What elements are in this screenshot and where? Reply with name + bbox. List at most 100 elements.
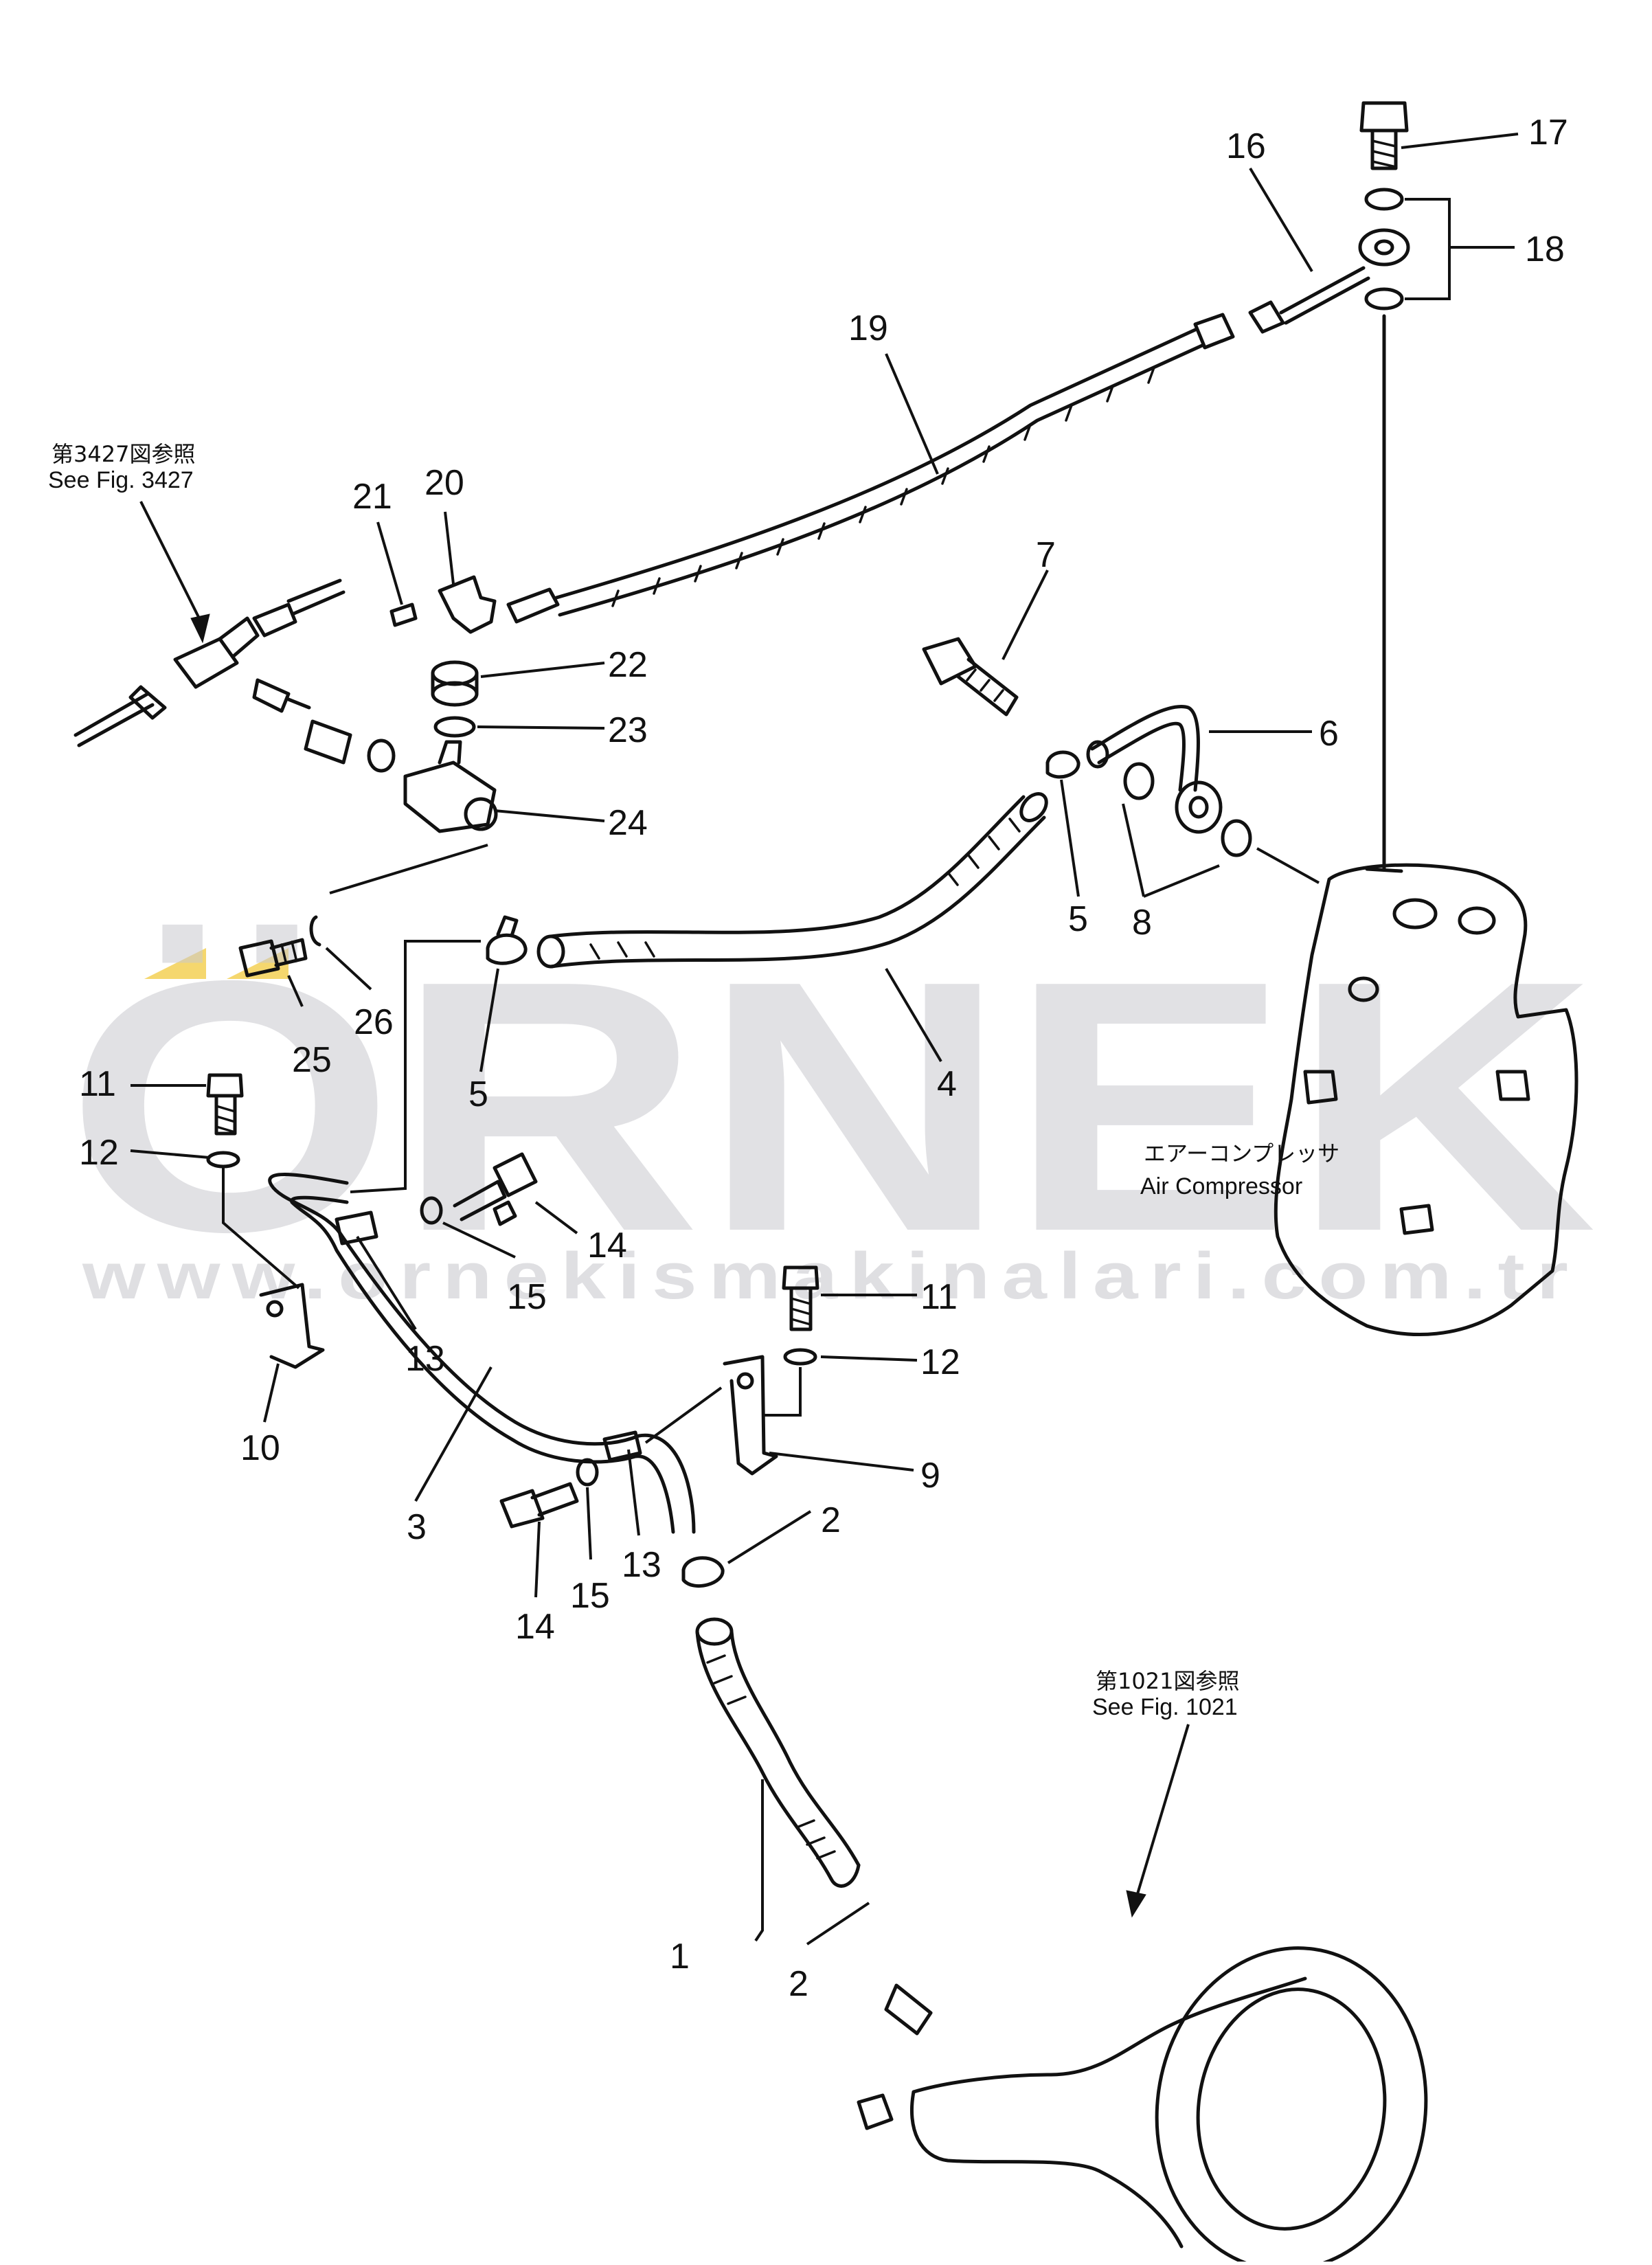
reference-en-3427[interactable]: See Fig. 3427 <box>48 467 194 493</box>
part-11-bolt-thread-left <box>215 1105 236 1134</box>
part-6-banjo-eye <box>1175 780 1223 834</box>
compressor-inlet <box>1365 867 1403 873</box>
leader-5b-to-3 <box>350 940 481 1193</box>
pipe-3-bottom <box>290 1195 675 1534</box>
callout-6[interactable]: 6 <box>1319 714 1339 754</box>
callout-16[interactable]: 16 <box>1226 126 1266 166</box>
part-15-washer-upper <box>420 1196 443 1225</box>
tee-fitting-group <box>73 578 396 773</box>
reference-jp-3427: 第3427図参照 <box>52 441 195 467</box>
callout-18[interactable]: 18 <box>1525 229 1565 269</box>
hose-19-fitting-right <box>1193 313 1235 350</box>
leader-17 <box>1401 133 1519 149</box>
callout-4[interactable]: 4 <box>937 1064 957 1104</box>
callout-8[interactable]: 8 <box>1132 903 1152 943</box>
part-14-bolt-head-lower <box>499 1489 545 1529</box>
hose-4-top <box>549 795 1026 938</box>
callout-15a[interactable]: 15 <box>507 1277 547 1317</box>
callout-17[interactable]: 17 <box>1528 113 1568 153</box>
leader-14a <box>534 1201 578 1235</box>
leader-12b-to-9 <box>764 1367 802 1417</box>
part-6-pipe-outer <box>1090 705 1200 792</box>
callout-20[interactable]: 20 <box>425 463 464 503</box>
reference-en-1021[interactable]: See Fig. 1021 <box>1092 1694 1238 1720</box>
callout-13b[interactable]: 13 <box>622 1545 661 1585</box>
nipple <box>286 697 311 710</box>
line-upper-2 <box>292 590 346 616</box>
callout-25[interactable]: 25 <box>292 1040 332 1080</box>
part-11-bolt-head-right <box>782 1265 819 1290</box>
callout-26[interactable]: 26 <box>354 1002 394 1042</box>
leader-8 <box>1122 803 1220 898</box>
leader-ref-3427 <box>139 501 204 626</box>
part-11-bolt-shank-left <box>214 1094 237 1136</box>
part-8-washer-left <box>1123 762 1155 800</box>
callout-5b[interactable]: 5 <box>468 1074 488 1114</box>
hose-1-hatch <box>706 1654 836 1860</box>
part-14-bolt-nut-upper <box>493 1152 538 1197</box>
callout-2b[interactable]: 2 <box>789 1964 808 2004</box>
callout-15b[interactable]: 15 <box>570 1576 610 1616</box>
part-12-washer-left <box>206 1151 240 1169</box>
reference-jp-1021: 第1021図参照 <box>1096 1668 1239 1694</box>
part-1-hose <box>695 1617 861 1888</box>
part-17-bolt-thread <box>1371 139 1397 168</box>
part-7-thread <box>966 668 1004 702</box>
part-21-plug <box>389 602 418 627</box>
horn-inlet-spigot <box>884 1983 933 2036</box>
valve-knob <box>464 797 498 831</box>
part-4-hose <box>536 792 1048 969</box>
leader-15a <box>442 1221 516 1259</box>
horn-lower <box>909 2090 1184 2249</box>
part-5-clamp-lower <box>486 933 528 965</box>
air-compressor <box>1274 863 1579 1336</box>
part-5-clamp-upper <box>1045 750 1080 779</box>
part-24-valve <box>403 740 498 833</box>
arrowhead-ref-1021 <box>1126 1890 1146 1918</box>
leader-4 <box>885 967 942 1063</box>
leader-13a <box>356 1235 417 1331</box>
callout-7[interactable]: 7 <box>1036 535 1056 575</box>
hose-4-bottom <box>549 815 1046 969</box>
hose-1-end-bottom <box>829 1863 861 1888</box>
callout-2a[interactable]: 2 <box>821 1500 841 1540</box>
callout-21[interactable]: 21 <box>352 477 392 517</box>
air-compressor-label-jp: エアーコンプレッサ <box>1144 1140 1339 1167</box>
part-16-banjo-eye <box>1358 228 1410 267</box>
part-25-bolt-thread <box>280 940 297 963</box>
leader-25 <box>287 975 304 1007</box>
callout-14b[interactable]: 14 <box>515 1607 555 1647</box>
callout-11a[interactable]: 11 <box>79 1064 116 1104</box>
part-20-elbow <box>438 575 497 634</box>
part-23-oring <box>433 716 476 738</box>
horn-flange-inner <box>1196 1987 1387 2231</box>
pipe-3-clip-lower <box>602 1430 642 1462</box>
callout-14a[interactable]: 14 <box>587 1226 627 1265</box>
callout-23[interactable]: 23 <box>608 710 648 750</box>
callout-1[interactable]: 1 <box>670 1937 690 1976</box>
callout-13a[interactable]: 13 <box>405 1339 445 1379</box>
callout-12b[interactable]: 12 <box>920 1342 960 1382</box>
leader-22 <box>480 662 605 678</box>
callout-5a[interactable]: 5 <box>1068 899 1088 939</box>
callout-12a[interactable]: 12 <box>79 1133 119 1173</box>
callout-3[interactable]: 3 <box>407 1507 427 1547</box>
callout-22[interactable]: 22 <box>608 645 648 685</box>
leader-16 <box>1249 167 1313 273</box>
adapter-sleeve <box>304 719 352 765</box>
part-19-hose <box>506 313 1235 624</box>
part-12-washer-right <box>783 1348 817 1366</box>
leader-15b <box>586 1487 592 1560</box>
part-17-bolt-head <box>1359 101 1409 133</box>
horn-upper <box>912 1976 1307 2094</box>
hose-19-fitting-left <box>506 587 560 624</box>
part-17-bolt-shank <box>1370 128 1398 170</box>
leader-5a <box>1060 779 1080 897</box>
hose-19-top <box>554 328 1197 600</box>
callout-19[interactable]: 19 <box>848 308 888 348</box>
callout-9[interactable]: 9 <box>920 1456 940 1496</box>
callout-11b[interactable]: 11 <box>920 1277 958 1317</box>
callout-24[interactable]: 24 <box>608 803 648 843</box>
callout-10[interactable]: 10 <box>240 1428 280 1468</box>
horn-flange-outer <box>1155 1946 1428 2265</box>
